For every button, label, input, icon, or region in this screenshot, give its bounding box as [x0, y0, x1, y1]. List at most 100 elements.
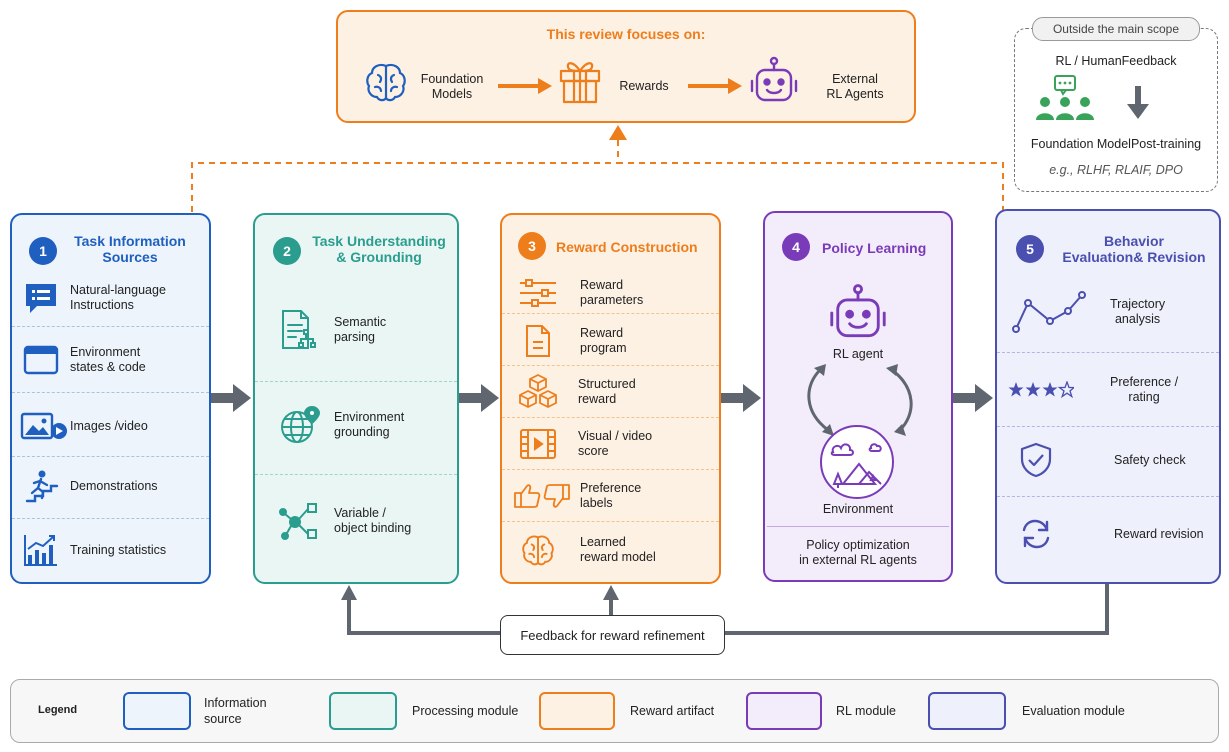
source-item-label: Demonstrations — [70, 478, 158, 493]
legend-label-evaluation: Evaluation module — [1022, 704, 1125, 718]
line-graph-icon — [1008, 289, 1090, 335]
reward-item-label: Reward program — [580, 326, 627, 355]
reward-item-structured: Structured reward — [512, 372, 717, 412]
film-icon — [512, 428, 564, 460]
focus-box: This review focuses on: — [336, 10, 916, 123]
panel-2-title: Task Understanding & Grounding — [312, 233, 446, 265]
source-item-label: Images /video — [70, 418, 148, 433]
people-feedback-icon — [1033, 74, 1097, 129]
chat-list-icon — [20, 280, 62, 316]
step-number-3: 3 — [518, 232, 546, 260]
source-item-statistics: Training statistics — [20, 530, 210, 570]
feedback-loop-line — [725, 583, 1109, 635]
reward-item-visual: Visual / video score — [512, 424, 717, 464]
thumbs-icon — [512, 481, 572, 511]
panel-3-title: Reward Construction — [556, 239, 698, 255]
dashed-connector-right — [617, 140, 1004, 212]
globe-pin-icon — [276, 403, 322, 447]
source-item-demonstrations: Demonstrations — [20, 466, 210, 506]
feedback-box: Feedback for reward refinement — [500, 615, 725, 655]
legend-swatch-processing — [329, 692, 397, 730]
grounding-item-label: Semantic parsing — [334, 315, 387, 344]
outside-title: RL / HumanFeedback — [1055, 54, 1177, 68]
source-item-label: Natural-language Instructions — [70, 283, 166, 312]
outside-scope-tag: Outside the main scope — [1032, 17, 1200, 41]
reward-item-preference: Preference labels — [512, 476, 717, 516]
reward-item-label: Preference labels — [580, 481, 642, 510]
step-number-5: 5 — [1016, 235, 1044, 263]
legend-label-information: Information source — [204, 696, 267, 726]
legend-swatch-rl — [746, 692, 822, 730]
sliders-icon — [512, 278, 564, 308]
flow-arrow-2-3 — [459, 384, 499, 412]
feedback-to-panel2 — [347, 598, 500, 635]
source-item-label: Environment states & code — [70, 345, 146, 374]
eval-item-label: Reward revision — [1114, 526, 1204, 541]
grounding-item-semantic: Semantic parsing — [276, 305, 456, 355]
environment-icon — [819, 424, 895, 505]
reward-item-label: Visual / video score — [578, 429, 653, 458]
flow-arrow-3-4 — [721, 384, 761, 412]
step-number-2: 2 — [273, 237, 301, 265]
policy-footer: Policy optimization in external RL agent… — [799, 538, 917, 567]
brain-icon — [512, 531, 564, 569]
focus-label-agents: External RL Agents — [826, 72, 884, 101]
bar-chart-icon — [20, 533, 62, 567]
legend-label-rl: RL module — [836, 704, 896, 718]
eval-item-label: Preference / rating — [1110, 375, 1179, 404]
reward-item-program: Reward program — [512, 322, 717, 360]
source-item-label: Training statistics — [70, 542, 167, 557]
dashed-arrowhead — [609, 125, 627, 140]
panel-policy-learning — [763, 211, 953, 582]
focus-arrow-1 — [498, 78, 552, 94]
robot-icon — [748, 55, 800, 112]
panel-4-title: Policy Learning — [822, 240, 927, 256]
eval-item-preference: Preference / rating — [1008, 370, 1220, 410]
shield-check-icon — [1008, 442, 1064, 478]
robot-icon — [826, 282, 890, 349]
eval-item-revision: Reward revision — [1008, 514, 1220, 554]
panel-5-title: Behavior Evaluation& Revision — [1062, 233, 1206, 265]
window-icon — [20, 345, 62, 375]
eval-item-safety: Safety check — [1008, 440, 1220, 480]
legend-label-processing: Processing module — [412, 704, 519, 718]
legend-swatch-information — [123, 692, 191, 730]
eval-item-label: Trajectory analysis — [1110, 297, 1166, 326]
stars-icon — [1008, 381, 1090, 399]
step-number-4: 4 — [782, 233, 810, 261]
source-item-images: Images /video — [20, 406, 210, 446]
flow-arrow-4-5 — [953, 384, 993, 412]
reward-item-label: Structured reward — [578, 377, 636, 406]
reward-item-label: Learned reward model — [580, 535, 656, 564]
panel-task-information-sources — [10, 213, 211, 584]
reward-item-learned-model: Learned reward model — [512, 528, 717, 572]
down-arrow-icon — [1127, 86, 1149, 119]
grounding-item-label: Environment grounding — [334, 410, 405, 439]
rl-agent-label: RL agent — [832, 347, 884, 361]
gift-icon — [557, 55, 603, 110]
environment-label: Environment — [822, 502, 894, 516]
focus-label-rewards: Rewards — [619, 79, 669, 93]
cycle-icon — [1008, 517, 1064, 551]
step-number-1: 1 — [29, 237, 57, 265]
legend-swatch-evaluation — [928, 692, 1006, 730]
source-item-instructions: Natural-language Instructions — [20, 278, 210, 318]
focus-label-foundation: Foundation Models — [420, 72, 484, 101]
stairs-person-icon — [20, 468, 62, 504]
reward-item-parameters: Reward parameters — [512, 274, 717, 312]
outside-post-training: Foundation ModelPost-training — [1030, 137, 1202, 151]
focus-title: This review focuses on: — [546, 26, 706, 42]
eval-item-label: Safety check — [1114, 452, 1186, 467]
dashed-connector-left — [191, 162, 618, 212]
agent-env-loop-arrows — [807, 364, 913, 436]
panel-task-understanding — [253, 213, 459, 584]
reward-item-label: Reward parameters — [580, 278, 644, 307]
document-icon — [512, 324, 564, 358]
outside-examples: e.g., RLHF, RLAIF, DPO — [1049, 163, 1183, 177]
panel-1-title: Task Information Sources — [74, 233, 186, 265]
legend-swatch-reward — [539, 692, 615, 730]
document-tree-icon — [276, 308, 322, 352]
focus-arrow-2 — [688, 78, 742, 94]
source-item-environment: Environment states & code — [20, 340, 210, 380]
legend-title: Legend — [38, 704, 78, 716]
